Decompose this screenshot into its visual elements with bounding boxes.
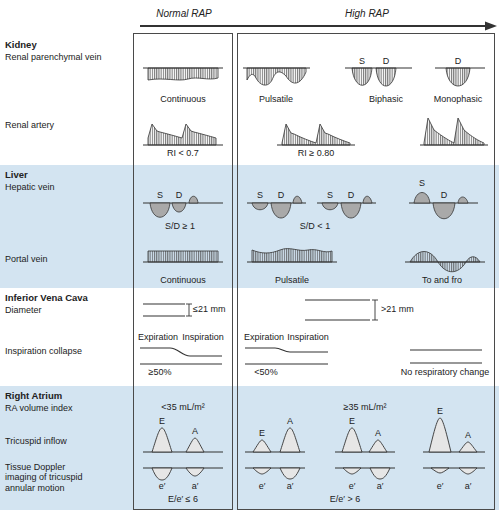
wave-letter: E [159,417,165,427]
phase-label: Inspiration [182,333,224,343]
row-label: Tissue Doppler imaging of tricuspid annu… [5,462,93,493]
section-heading: Inferior Vena Cava [5,293,130,304]
collapse-value: <50% [254,368,277,378]
column-box: High RAP [237,33,495,510]
pattern-label: Continuous [160,276,206,286]
wave-letter: D [441,191,448,201]
phase-label: Expiration [244,333,284,343]
wave-letter: D [383,57,390,67]
pattern-label: Pulsatile [259,95,293,105]
row-label: Inspiration collapse [5,346,130,356]
wave-letter: a′ [377,482,384,492]
volume-value: <35 mL/m² [161,403,204,413]
arrow-head [485,22,497,31]
wave-letter: e′ [159,482,166,492]
ratio-value: E/e′ > 6 [330,495,360,505]
phase-label: Expiration [138,333,178,343]
wave-letter: S [327,191,333,201]
wave-letter: A [375,429,381,439]
rap-axis-arrow [140,22,497,31]
section-heading: Right Atrium [5,391,130,402]
wave-letter: e′ [437,482,444,492]
arrow-shaft [140,25,487,27]
pattern-label: Continuous [160,95,206,105]
collapse-value: ≥50% [149,368,172,378]
wave-letter: S [419,179,425,189]
wave-letter: A [465,431,471,441]
wave-letter: S [257,191,263,201]
pattern-label: To and fro [422,276,462,286]
row-label: RA volume index [5,403,130,413]
pattern-label: Biphasic [369,95,403,105]
section-heading: Liver [5,170,130,181]
row-label: Portal vein [5,254,130,264]
ratio-value: S/D ≥ 1 [165,222,195,232]
wave-letter: E [259,429,265,439]
wave-letter: a′ [192,482,199,492]
row-label: Renal parenchymal vein [5,52,130,62]
wave-letter: a′ [287,482,294,492]
wave-letter: D [176,191,183,201]
section-band: KidneyRenal parenchymal veinRenal artery [0,33,499,165]
row-label: Hepatic vein [5,182,130,192]
phase-label: Inspiration [287,333,329,343]
wave-letter: D [348,191,355,201]
column-heading: High RAP [238,8,496,20]
wave-letter: E [437,407,443,417]
volume-value: ≥35 mL/m² [344,403,387,413]
wave-letter: E [349,417,355,427]
ratio-value: S/D < 1 [300,222,330,232]
dimension-label: >21 mm [381,305,414,315]
wave-letter: D [278,191,285,201]
pattern-label: Pulsatile [275,276,309,286]
wave-letter: a′ [465,482,472,492]
column-heading: Normal RAP [134,8,234,20]
section-heading: Kidney [5,40,130,51]
index-value: RI < 0.7 [167,149,199,159]
row-label: Renal artery [5,120,130,130]
wave-letter: A [287,417,293,427]
section-band: Right AtriumRA volume indexTricuspid inf… [0,386,499,510]
wave-letter: S [157,191,163,201]
wave-letter: D [455,57,462,67]
wave-letter: S [359,57,365,67]
wave-letter: e′ [259,482,266,492]
dimension-label: ≤21 mm [193,305,225,315]
row-label: Tricuspid inflow [5,436,130,446]
wave-letter: e′ [349,482,356,492]
ratio-value: E/e′ ≤ 6 [168,495,198,505]
column-box: Normal RAP [133,33,233,510]
index-value: RI ≥ 0.80 [298,149,334,159]
pattern-label: Monophasic [434,95,483,105]
wave-letter: A [192,427,198,437]
collapse-value: No respiratory change [401,368,490,378]
row-label: Diameter [5,305,130,315]
